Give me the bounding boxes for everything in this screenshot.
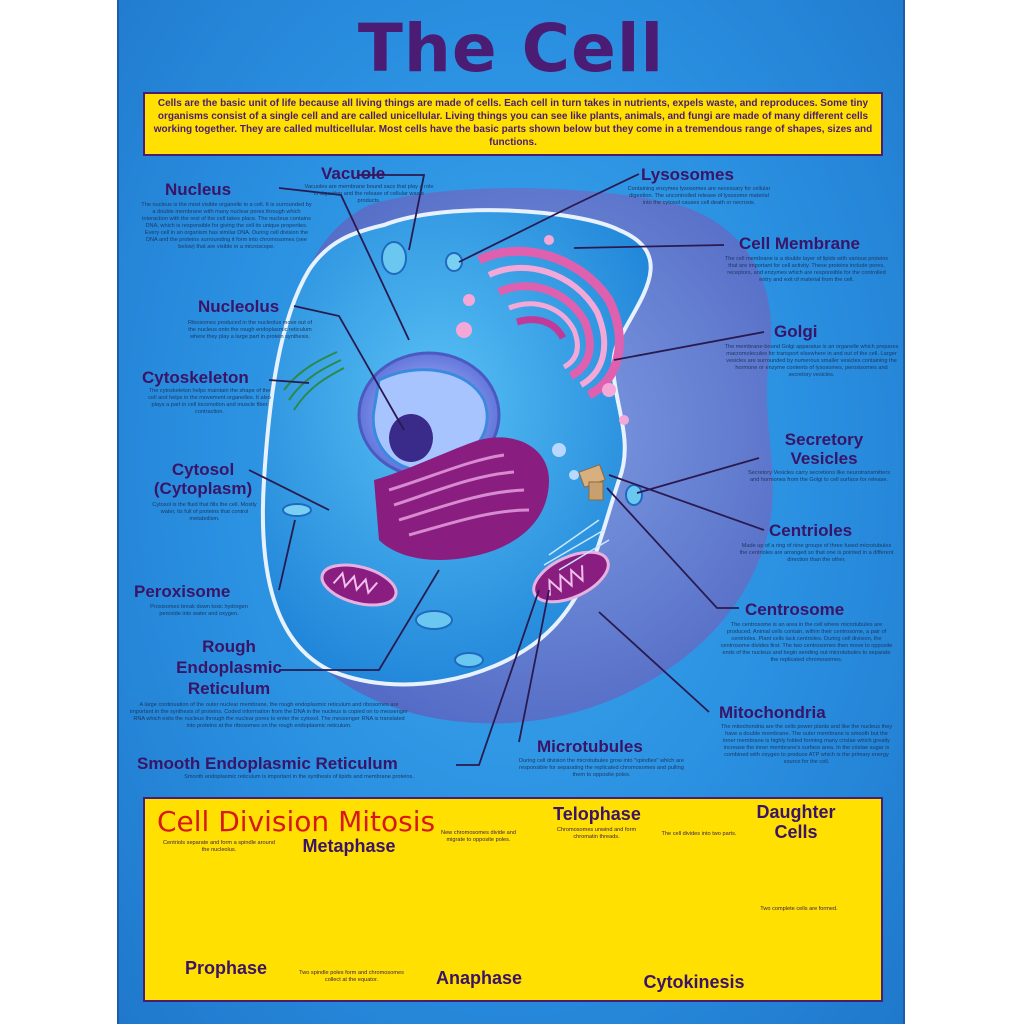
leader-lines [248, 173, 765, 766]
centrioles-shape [578, 464, 606, 501]
phase-cytokinesis: Cytokinesis [643, 972, 745, 992]
phase-anaphase: Anaphase [435, 968, 523, 988]
label-centrioles: Centrioles [769, 521, 853, 540]
desc-mitochondria: The mitochondria are the cells power pla… [720, 724, 893, 765]
desc-lysosomes: Containing enzymes lysosomes are necessa… [627, 186, 771, 206]
label-cytosol: Cytosol (Cytoplasm) [153, 460, 253, 498]
golgi-shape [456, 235, 629, 425]
label-golgi: Golgi [774, 322, 818, 341]
desc-peroxisome: Proxisomes break down toxic hydrogen per… [150, 604, 248, 617]
desc-centrioles: Made up of a ring of nine groups of thre… [739, 543, 894, 563]
label-centrosome: Centrosome [745, 600, 845, 619]
rough-er-shape [374, 437, 549, 560]
note-prophase: Centriols separate and form a spindle ar… [163, 840, 275, 853]
label-lysosomes: Lysosomes [641, 165, 734, 184]
note-anaphase: New chromosomes divide and migrate to op… [441, 830, 516, 843]
note-daughter-cells: Two complete cells are formed. [760, 906, 838, 912]
note-cytokinesis: The cell divides into two parts. [661, 831, 737, 837]
note-telophase: Chromosomes unwind and form chromatin th… [556, 827, 637, 840]
phase-prophase: Prophase [184, 958, 268, 978]
label-cell-membrane: Cell Membrane [739, 234, 860, 253]
label-cytoskeleton: Cytoskeleton [142, 368, 249, 387]
label-vacuole: Vacuole [321, 164, 386, 183]
poster: The Cell Cells are the basic unit of lif… [117, 0, 905, 1024]
desc-cytoskeleton: The cytoskeleton helps maintain the shap… [148, 388, 271, 415]
label-nucleus: Nucleus [165, 180, 232, 199]
label-secretory-vesicles: Secretory Vesicles [784, 430, 864, 468]
vesicles [282, 241, 643, 668]
label-rough-er: Rough Endoplasmic Reticulum [176, 637, 282, 698]
intro-text: Cells are the basic unit of life because… [143, 92, 883, 156]
label-smooth-er: Smooth Endoplasmic Reticulum [137, 754, 398, 773]
desc-golgi: The membrane-bound Golgi apparatus is an… [724, 344, 899, 378]
desc-rough-er: A large continuation of the outer nuclea… [130, 702, 408, 729]
label-microtubules: Microtubules [537, 737, 643, 756]
mitosis-title: Cell Division Mitosis [157, 805, 436, 838]
page-title: The Cell [357, 10, 665, 87]
desc-cell-membrane: The cell membrane is a double layer of l… [724, 256, 889, 283]
cytoskeleton-shape [283, 351, 345, 411]
label-peroxisome: Peroxisome [134, 582, 231, 601]
desc-centrosome: The centrosome is an area in the cell wh… [720, 622, 893, 663]
label-mitochondria: Mitochondria [719, 703, 826, 722]
microtubules-shape [543, 519, 610, 571]
note-metaphase: Two spindle poles form and chromosomes c… [299, 970, 404, 983]
desc-nucleolus: Ribosomes produced in the nucleolus move… [187, 320, 313, 340]
desc-secretory-vesicles: Secretory Vesicles carry secretions like… [747, 470, 891, 483]
desc-microtubules: During cell division the microtubules gr… [518, 758, 685, 778]
desc-nucleus: The nucleus is the most visible organell… [141, 202, 312, 250]
mitosis-panel: Cell Division Mitosis [143, 797, 883, 1002]
phase-daughter-cells: Daughter Cells [756, 802, 836, 842]
mitochondria-shape [320, 550, 610, 607]
phase-metaphase: Metaphase [302, 836, 396, 856]
phase-telophase: Telophase [553, 804, 641, 824]
cell-diagram [184, 173, 827, 976]
desc-cytosol: Cytosol is the fluid that fills the cell… [152, 502, 257, 522]
desc-smooth-er: Smooth endoplasmic reticulum is importan… [184, 774, 414, 780]
nucleolus-shape [389, 414, 433, 462]
desc-vacuole: Vacuoles are membrane bound sacs that pl… [304, 184, 434, 204]
label-nucleolus: Nucleolus [198, 297, 280, 316]
